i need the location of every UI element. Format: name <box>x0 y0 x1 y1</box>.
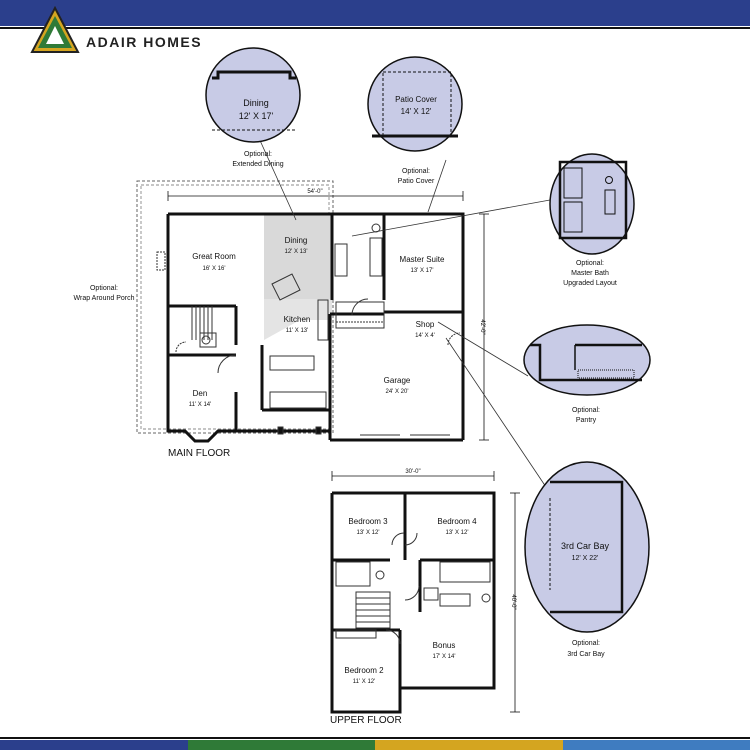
room-bedroom4: Bedroom 4 13' X 12' <box>437 517 477 536</box>
svg-text:Kitchen: Kitchen <box>284 315 311 324</box>
room-bedroom2: Bedroom 2 11' X 12' <box>344 666 384 685</box>
svg-text:Master Suite: Master Suite <box>400 255 445 264</box>
callout-lines <box>257 135 551 491</box>
svg-text:16' X 16': 16' X 16' <box>203 266 226 272</box>
svg-text:3rd Car Bay: 3rd Car Bay <box>567 651 605 658</box>
svg-text:Upgraded Layout: Upgraded Layout <box>563 280 617 287</box>
svg-text:Garage: Garage <box>384 376 411 385</box>
svg-text:Bonus: Bonus <box>433 641 456 650</box>
svg-text:Patio Cover: Patio Cover <box>395 95 437 104</box>
room-dining: Dining 12' X 13' <box>285 236 308 255</box>
upper-floor-fixtures <box>335 532 491 645</box>
footer-color-bar <box>0 740 750 750</box>
svg-text:Bedroom 4: Bedroom 4 <box>437 517 477 526</box>
main-width-dimension: 54'-0" <box>167 189 464 201</box>
svg-text:11' X 14': 11' X 14' <box>189 402 212 408</box>
svg-text:42'-0": 42'-0" <box>479 319 485 334</box>
bubble-pantry: Optional: Pantry <box>523 324 651 424</box>
main-floor-fixtures <box>156 223 461 436</box>
svg-text:Optional:: Optional: <box>402 168 430 175</box>
svg-text:Pantry: Pantry <box>576 417 597 424</box>
svg-text:Den: Den <box>193 389 208 398</box>
svg-text:11' X 12': 11' X 12' <box>353 679 376 685</box>
svg-text:24' X 20': 24' X 20' <box>386 389 409 395</box>
svg-text:Optional:: Optional: <box>572 407 600 414</box>
svg-text:40'-0": 40'-0" <box>510 594 516 609</box>
room-den: Den 11' X 14' <box>189 389 212 408</box>
svg-text:13' X 12': 13' X 12' <box>446 530 469 536</box>
top-rule <box>0 27 750 29</box>
svg-text:17' X 14': 17' X 14' <box>433 654 456 660</box>
room-bonus: Bonus 17' X 14' <box>433 641 456 660</box>
upper-floor-label: UPPER FLOOR <box>330 715 402 726</box>
main-floor-label: MAIN FLOOR <box>168 448 230 459</box>
wrap-porch-caption: Optional: Wrap Around Porch <box>74 285 135 302</box>
room-shop: Shop 14' X 4' <box>415 320 435 339</box>
top-banner <box>0 0 750 26</box>
svg-text:Patio Cover: Patio Cover <box>398 178 435 185</box>
svg-text:11' X 13': 11' X 13' <box>286 328 309 334</box>
brand-name: ADAIR HOMES <box>86 34 203 50</box>
main-floor-walls <box>166 212 465 443</box>
room-master-suite: Master Suite 13' X 17' <box>400 255 445 274</box>
upper-depth-dimension: 40'-0" <box>510 492 520 713</box>
svg-text:13' X 17': 13' X 17' <box>411 268 434 274</box>
kitchen-area-shading <box>264 299 332 340</box>
adair-logo-icon <box>30 6 80 53</box>
bubble-master-bath: Optional: Master Bath Upgraded Layout <box>549 153 635 287</box>
upper-width-dimension: 30'-0" <box>331 469 495 481</box>
room-great-room: Great Room 16' X 16' <box>192 252 236 272</box>
svg-text:12' X 22': 12' X 22' <box>572 555 599 562</box>
svg-text:Shop: Shop <box>416 320 435 329</box>
svg-text:Optional:: Optional: <box>572 640 600 647</box>
room-kitchen: Kitchen 11' X 13' <box>284 315 311 334</box>
svg-text:Optional:: Optional: <box>576 260 604 267</box>
svg-text:13' X 12': 13' X 12' <box>357 530 380 536</box>
svg-text:12' X 17': 12' X 17' <box>239 111 274 121</box>
bottom-rule <box>0 737 750 739</box>
dining-area-shading <box>264 214 332 299</box>
svg-text:Great Room: Great Room <box>192 252 236 261</box>
svg-text:Master Bath: Master Bath <box>571 270 609 277</box>
footer-segment-green <box>187 740 375 750</box>
svg-text:14' X 4': 14' X 4' <box>415 333 435 339</box>
room-bedroom3: Bedroom 3 13' X 12' <box>348 517 388 536</box>
svg-text:Bedroom 2: Bedroom 2 <box>344 666 384 675</box>
svg-text:Optional:: Optional: <box>244 151 272 158</box>
footer-segment-blue <box>562 740 750 750</box>
svg-text:Bedroom 3: Bedroom 3 <box>348 517 388 526</box>
room-garage: Garage 24' X 20' <box>384 376 411 395</box>
svg-text:30'-0": 30'-0" <box>405 469 420 475</box>
svg-text:Optional:: Optional: <box>90 285 118 292</box>
svg-text:Dining: Dining <box>243 98 269 108</box>
bubble-extended-dining: Dining 12' X 17' Optional: Extended Dini… <box>205 47 301 168</box>
svg-text:Extended Dining: Extended Dining <box>232 161 283 168</box>
svg-text:3rd Car Bay: 3rd Car Bay <box>561 541 610 551</box>
main-depth-dimension: 42'-0" <box>479 213 489 441</box>
svg-text:14' X 12': 14' X 12' <box>401 107 432 116</box>
footer-segment-gold <box>375 740 563 750</box>
svg-text:Wrap Around Porch: Wrap Around Porch <box>74 295 135 302</box>
svg-text:54'-0": 54'-0" <box>307 189 322 195</box>
bubble-patio-cover: Patio Cover 14' X 12' Optional: Patio Co… <box>367 56 463 185</box>
footer-segment-navy <box>0 740 188 750</box>
svg-text:Dining: Dining <box>285 236 308 245</box>
bubble-third-car-bay: 3rd Car Bay 12' X 22' Optional: 3rd Car … <box>524 461 650 658</box>
svg-text:12' X 13': 12' X 13' <box>285 249 308 255</box>
